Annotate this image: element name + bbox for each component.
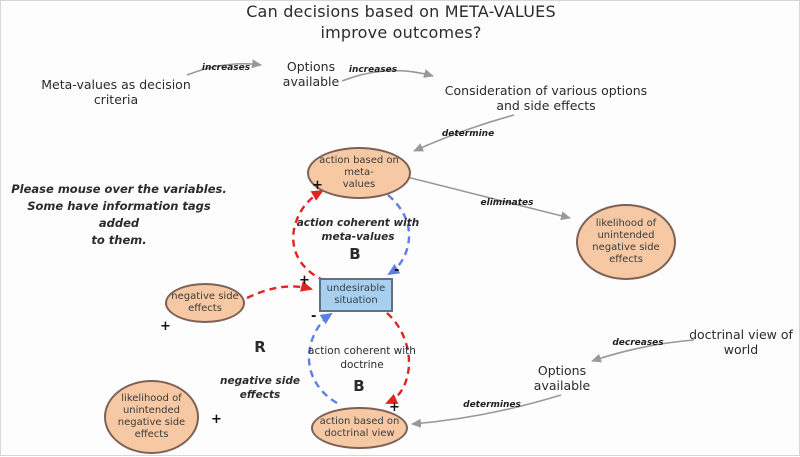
arrow-loop-doctrine-red bbox=[385, 312, 411, 405]
arrow-label-determines: determines bbox=[463, 400, 521, 410]
arrow-increases-2 bbox=[341, 69, 434, 82]
sign-plus-meta: + bbox=[312, 178, 323, 193]
sign-minus-meta-box: - bbox=[394, 263, 400, 278]
node-label: action based on doctrinal view bbox=[319, 416, 400, 439]
node-negative-side-effects[interactable]: negative side effects bbox=[165, 283, 245, 323]
loop-label-negative-side-effects: negative side effects bbox=[220, 375, 300, 401]
sign-plus-floating-left: + bbox=[160, 319, 171, 334]
arrow-eliminates bbox=[406, 176, 571, 221]
node-label: likelihood of unintended negative side e… bbox=[592, 218, 660, 265]
arrow-label-determine: determine bbox=[441, 129, 495, 139]
arrow-determines bbox=[411, 394, 562, 428]
variable-options-available-top[interactable]: Options available bbox=[282, 59, 340, 89]
node-label: negative side effects bbox=[171, 291, 239, 314]
sign-minus-doctrine-box: - bbox=[311, 309, 317, 324]
sign-plus-negative-box: + bbox=[299, 273, 310, 288]
variable-options-available-bottom[interactable]: Options available bbox=[533, 363, 591, 393]
loop-label-doctrine: action coherent with doctrine bbox=[308, 345, 416, 371]
loop-label-meta-values: action coherent with meta-values bbox=[296, 217, 420, 243]
loop-letter-b-upper: B bbox=[349, 245, 361, 263]
mouseover-note: Please mouse over the variables. Some ha… bbox=[11, 182, 227, 247]
node-likelihood-unintended-right[interactable]: likelihood of unintended negative side e… bbox=[576, 204, 676, 280]
arrow-negative-to-box-red bbox=[246, 281, 313, 300]
node-label: undesirable situation bbox=[326, 283, 386, 306]
arrow-determine bbox=[413, 114, 515, 152]
arrow-label-eliminates: eliminates bbox=[480, 198, 534, 208]
node-label: likelihood of unintended negative side e… bbox=[117, 393, 186, 440]
node-label: action based on meta- values bbox=[319, 155, 399, 190]
variable-consideration[interactable]: Consideration of various options and sid… bbox=[444, 83, 648, 113]
node-likelihood-unintended-left[interactable]: likelihood of unintended negative side e… bbox=[104, 380, 199, 454]
variable-meta-values-criteria[interactable]: Meta-values as decision criteria bbox=[41, 77, 191, 107]
sign-plus-doctrine: + bbox=[389, 400, 400, 415]
variable-doctrinal-view[interactable]: doctrinal view of world bbox=[689, 327, 793, 357]
arrow-increases-1 bbox=[186, 59, 262, 76]
arrow-loop-meta-red bbox=[292, 189, 326, 283]
node-action-based-on-doctrinal-view[interactable]: action based on doctrinal view bbox=[311, 407, 408, 449]
arrow-loop-meta-blue bbox=[387, 194, 411, 276]
sign-plus-floating-bottom: + bbox=[211, 412, 222, 427]
loop-letter-r: R bbox=[254, 338, 266, 356]
arrow-label-decreases: decreases bbox=[612, 338, 664, 348]
arrow-label-increases-1: increases bbox=[201, 63, 251, 73]
loop-letter-b-lower: B bbox=[353, 377, 365, 395]
node-action-based-on-meta-values[interactable]: action based on meta- values bbox=[307, 147, 411, 199]
arrow-decreases bbox=[591, 339, 695, 363]
arrow-loop-doctrine-blue bbox=[307, 312, 338, 405]
arrow-label-increases-2: increases bbox=[348, 65, 398, 75]
node-undesirable-situation[interactable]: undesirable situation bbox=[319, 278, 393, 312]
diagram-title: Can decisions based on META-VALUES impro… bbox=[246, 2, 556, 42]
